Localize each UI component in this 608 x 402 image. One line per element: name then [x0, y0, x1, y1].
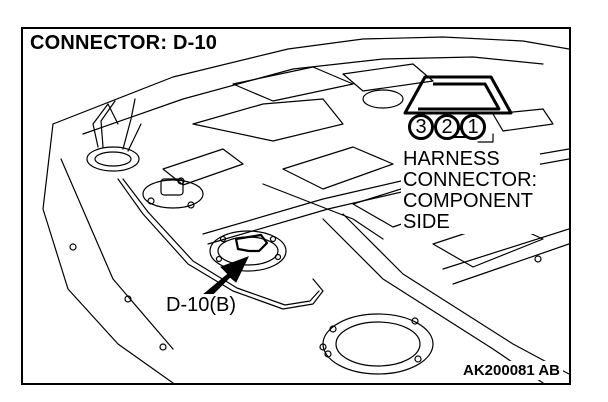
diagram-frame: CONNECTOR: D-10 3 2 1 HARNESS CONNECTOR:…	[21, 27, 571, 385]
fuel-pump-ring	[86, 146, 140, 172]
harness-label-line-1: HARNESS	[403, 148, 500, 170]
figure-id: AK200081 AB	[460, 361, 563, 380]
connector-pin-2: 2	[434, 114, 460, 140]
connector-d10-shape	[234, 233, 269, 253]
fuel-gauge-unit-flange	[209, 230, 287, 272]
harness-label-line-2: CONNECTOR:	[403, 169, 538, 191]
floor-pan-outline	[52, 36, 569, 125]
connector-pin-3: 3	[408, 114, 434, 140]
connector-callout-label: D-10(B)	[164, 294, 239, 316]
harness-connector-housing	[403, 75, 513, 115]
connector-pin-1: 1	[460, 114, 486, 140]
connector-title: CONNECTOR: D-10	[23, 29, 226, 56]
harness-label-line-4: SIDE	[403, 211, 450, 233]
harness-label-line-3: COMPONENT	[403, 190, 533, 212]
harness-connector-label: HARNESS CONNECTOR: COMPONENT SIDE	[401, 148, 541, 234]
